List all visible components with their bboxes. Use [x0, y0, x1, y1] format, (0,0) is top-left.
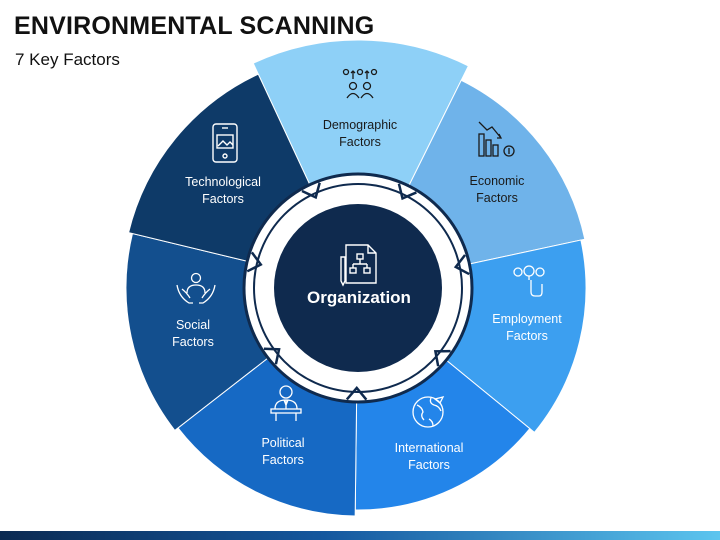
segment-label-social: Social Factors [128, 317, 258, 351]
ring-chevron [246, 251, 263, 273]
ring-chevron [397, 183, 417, 201]
people-group-icon [342, 68, 378, 99]
segment-title-political: Political [261, 436, 305, 450]
segment-label-employment: Employment Factors [462, 311, 592, 345]
globe-plane-icon [412, 396, 445, 428]
segment-subtitle-employment: Factors [506, 329, 548, 343]
org-chart-document-icon [340, 244, 377, 287]
segment-label-demographic: Demographic Factors [295, 117, 425, 151]
segment-subtitle-technological: Factors [202, 192, 244, 206]
segment-label-technological: Technological Factors [158, 174, 288, 208]
segment-title-employment: Employment [492, 312, 562, 326]
segment-subtitle-social: Factors [172, 335, 214, 349]
segment-label-political: Political Factors [218, 435, 348, 469]
segment-title-social: Social [175, 318, 211, 332]
politician-podium-icon [270, 385, 302, 421]
page-title: ENVIRONMENTAL SCANNING [14, 12, 375, 40]
segment-subtitle-demographic: Factors [339, 135, 381, 149]
segment-title-economic: Economic [469, 174, 525, 188]
tablet-icon [212, 123, 238, 163]
segment-title-technological: Technological [185, 175, 261, 189]
segment-subtitle-international: Factors [408, 458, 450, 472]
ring-chevron [345, 386, 368, 401]
segment-title-demographic: Demographic [322, 118, 398, 132]
ring-chevron [453, 254, 470, 276]
center-label: Organization [307, 288, 411, 307]
segment-subtitle-economic: Factors [476, 191, 518, 205]
ring-chevron [263, 347, 281, 365]
ring-chevron [301, 182, 321, 200]
segment-label-economic: Economic Factors [432, 173, 562, 207]
center-circle [274, 204, 442, 372]
hands-people-icon [176, 272, 216, 304]
segment-title-international: International [394, 441, 464, 455]
bottom-accent-bar [0, 531, 720, 540]
page-subtitle: 7 Key Factors [15, 50, 120, 69]
segment-label-international: International Factors [364, 440, 494, 474]
falling-chart-icon [478, 121, 515, 157]
segment-subtitle-political: Factors [262, 453, 304, 467]
ring-chevron [433, 349, 451, 367]
inner-ring-line [253, 183, 463, 393]
hiring-hand-icon [513, 265, 545, 297]
